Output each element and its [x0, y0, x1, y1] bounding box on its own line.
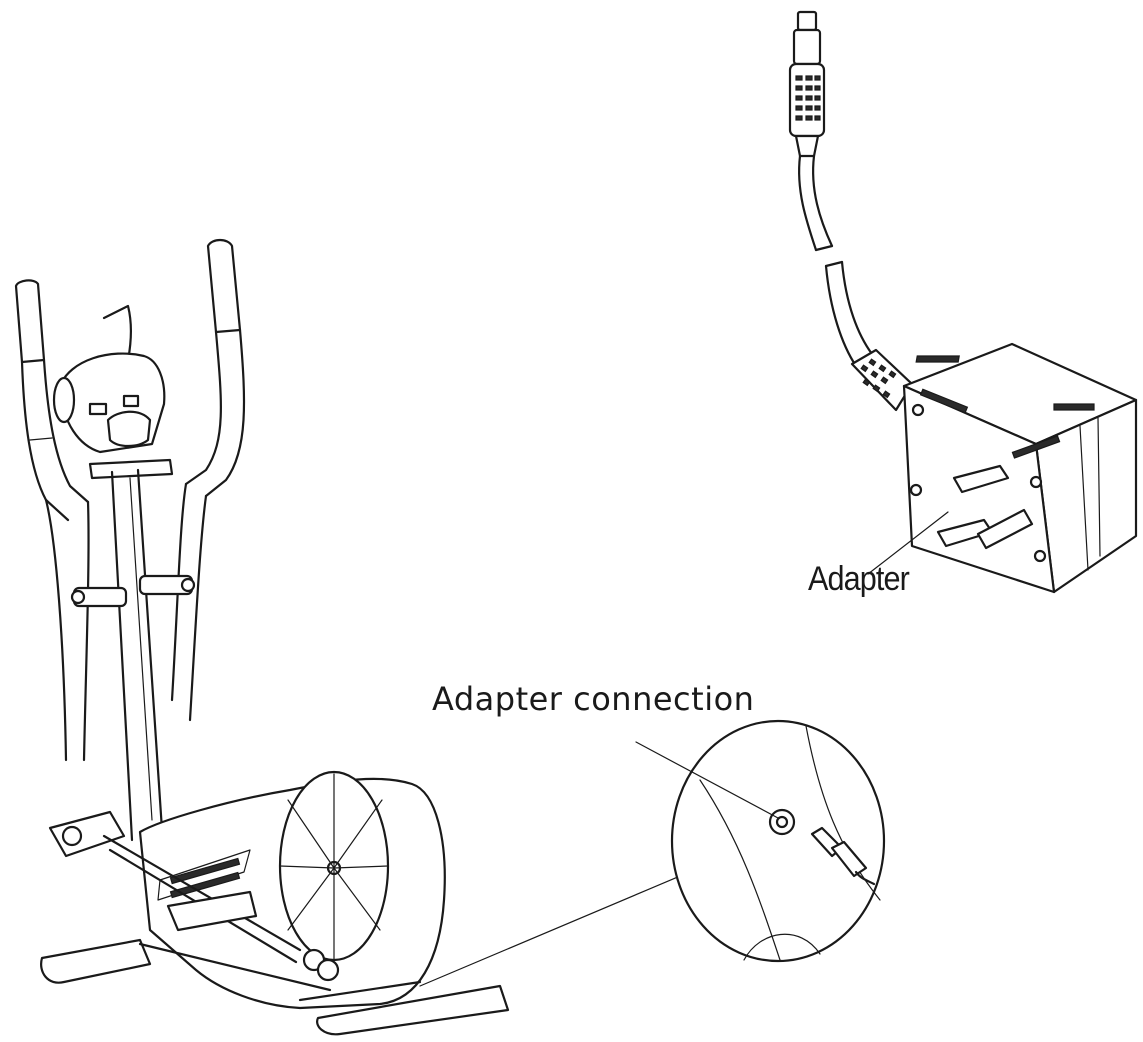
connection-leader-line	[635, 741, 779, 819]
flywheel-housing	[138, 770, 446, 1010]
adapter-connection-label: Adapter connection	[432, 680, 755, 718]
adapter-box	[902, 342, 1138, 594]
pedals	[48, 810, 340, 982]
grip-knobs	[70, 574, 196, 608]
adapter-leader-line	[867, 511, 949, 575]
crossbar	[88, 458, 174, 480]
elliptical-trainer	[14, 238, 771, 1036]
console	[52, 352, 166, 454]
left-handlebar	[14, 279, 90, 762]
strain-relief	[850, 348, 914, 412]
adapter-prongs	[936, 464, 1034, 550]
adapter-label: Adapter	[808, 560, 910, 598]
right-handlebar	[170, 238, 246, 722]
power-adapter	[788, 10, 1138, 594]
dc-socket	[768, 808, 796, 836]
connection-detail	[635, 719, 886, 963]
dc-plug	[788, 10, 826, 158]
adapter-cable	[798, 154, 874, 368]
stabilizers	[40, 938, 510, 1036]
mast	[110, 468, 164, 842]
plug-in-detail	[810, 826, 876, 886]
